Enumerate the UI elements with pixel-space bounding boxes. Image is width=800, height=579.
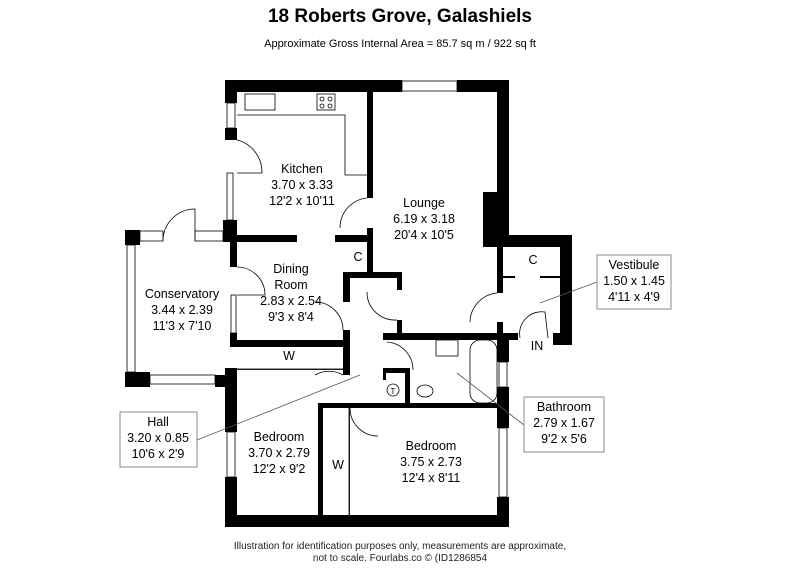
svg-text:Dining: Dining <box>273 262 308 276</box>
svg-text:12'2 x 10'11: 12'2 x 10'11 <box>269 194 335 208</box>
wardrobe-marker: W <box>283 349 295 363</box>
svg-text:20'4 x 10'5: 20'4 x 10'5 <box>394 228 454 242</box>
dining-room-label: Dining Room 2.83 x 2.54 9'3 x 8'4 <box>260 262 322 324</box>
disclaimer-line-2: not to scale. Fourlabs.co © (ID1286854 <box>312 553 488 564</box>
tank-icon <box>386 383 400 397</box>
svg-text:2.79 x 1.67: 2.79 x 1.67 <box>533 416 595 430</box>
disclaimer: Illustration for identification purposes… <box>0 541 800 565</box>
hall-callout: Hall 3.20 x 0.85 10'6 x 2'9 <box>127 415 189 461</box>
bath-icon <box>469 339 498 404</box>
svg-text:4'11 x 4'9: 4'11 x 4'9 <box>608 290 660 304</box>
lounge-label: Lounge 6.19 x 3.18 20'4 x 10'5 <box>393 196 455 242</box>
room-labels: Kitchen 3.70 x 3.33 12'2 x 10'11 Lounge … <box>145 162 543 485</box>
svg-text:Conservatory: Conservatory <box>145 287 220 301</box>
svg-text:2.83 x 2.54: 2.83 x 2.54 <box>260 294 322 308</box>
svg-text:6.19 x 3.18: 6.19 x 3.18 <box>393 212 455 226</box>
bathroom-callout: Bathroom 2.79 x 1.67 9'2 x 5'6 <box>533 400 595 446</box>
cupboard-marker: C <box>528 253 537 267</box>
cupboard-marker: C <box>353 250 362 264</box>
kitchen-label: Kitchen 3.70 x 3.33 12'2 x 10'11 <box>269 162 335 208</box>
walls <box>125 80 572 527</box>
gross-area: Approximate Gross Internal Area = 85.7 s… <box>264 38 536 50</box>
disclaimer-line-1: Illustration for identification purposes… <box>233 541 567 552</box>
svg-text:3.20 x 0.85: 3.20 x 0.85 <box>127 431 189 445</box>
vestibule-callout: Vestibule 1.50 x 1.45 4'11 x 4'9 <box>603 258 665 304</box>
svg-text:3.70 x 3.33: 3.70 x 3.33 <box>271 178 333 192</box>
wardrobe-marker: W <box>332 458 344 472</box>
svg-text:12'2 x 9'2: 12'2 x 9'2 <box>253 462 306 476</box>
bedroom-2-label: Bedroom 3.75 x 2.73 12'4 x 8'11 <box>400 439 462 485</box>
bedroom-1-label: Bedroom 3.70 x 2.79 12'2 x 9'2 <box>248 430 310 476</box>
svg-text:Kitchen: Kitchen <box>281 162 323 176</box>
svg-text:Bedroom: Bedroom <box>254 430 305 444</box>
svg-text:12'4 x 8'11: 12'4 x 8'11 <box>402 471 461 485</box>
sink-icon <box>244 93 276 111</box>
svg-text:Bedroom: Bedroom <box>406 439 457 453</box>
basin-icon <box>435 339 459 357</box>
page-title: 18 Roberts Grove, Galashiels <box>267 6 532 27</box>
toilet-icon <box>416 384 434 398</box>
svg-text:9'3 x 8'4: 9'3 x 8'4 <box>268 310 314 324</box>
svg-text:Hall: Hall <box>147 415 169 429</box>
svg-text:3.44 x 2.39: 3.44 x 2.39 <box>151 303 213 317</box>
entrance-marker: IN <box>531 339 544 353</box>
svg-text:T: T <box>391 387 396 396</box>
fixtures: T <box>237 93 498 404</box>
svg-text:3.75 x 2.73: 3.75 x 2.73 <box>400 455 462 469</box>
svg-text:11'3 x 7'10: 11'3 x 7'10 <box>153 319 212 333</box>
hob-icon <box>316 93 336 111</box>
svg-text:Room: Room <box>274 278 307 292</box>
svg-text:10'6 x 2'9: 10'6 x 2'9 <box>132 447 185 461</box>
conservatory-label: Conservatory 3.44 x 2.39 11'3 x 7'10 <box>145 287 220 333</box>
svg-text:Lounge: Lounge <box>403 196 445 210</box>
svg-text:Bathroom: Bathroom <box>537 400 591 414</box>
callouts: Hall 3.20 x 0.85 10'6 x 2'9 Bathroom 2.7… <box>119 254 672 468</box>
doors <box>162 139 549 437</box>
svg-text:3.70 x 2.79: 3.70 x 2.79 <box>248 446 310 460</box>
svg-text:1.50 x 1.45: 1.50 x 1.45 <box>603 274 665 288</box>
svg-text:Vestibule: Vestibule <box>609 258 660 272</box>
svg-text:9'2 x 5'6: 9'2 x 5'6 <box>541 432 587 446</box>
